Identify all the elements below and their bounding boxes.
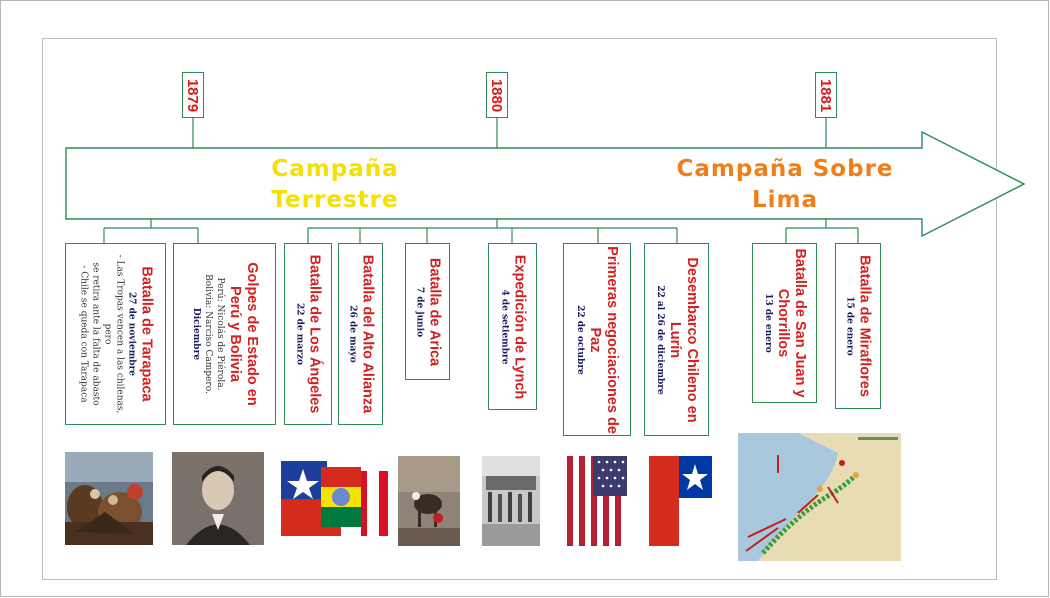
event-batalla-alto-alianza: Batalla del Alto Alianza 26 de mayo xyxy=(338,243,383,425)
campaign-lima: Campaña Sobre Lima xyxy=(676,156,894,213)
battle-painting-image xyxy=(65,452,153,545)
timeline-slide xyxy=(42,38,997,580)
campaign-terrestre: Campaña Terrestre xyxy=(271,156,399,213)
campaign-map-image xyxy=(738,433,901,561)
chile-flag-image xyxy=(649,456,712,546)
event-batalla-arica: Batalla de Arica 7 de junio xyxy=(405,243,450,380)
event-desembarco-lurin: Desembarco Chileno en Lurín 22 al 26 de … xyxy=(644,243,709,436)
timeline-arrow xyxy=(65,130,1026,238)
event-batalla-tarapaca: Batalla de Tarapaca 27 de noviembre - La… xyxy=(65,243,166,425)
event-batalla-san-juan: Batalla de San Juan y Chorrillos 13 de e… xyxy=(752,243,817,403)
event-negociaciones-paz: Primeras negociaciones de Paz 22 de octu… xyxy=(563,243,631,436)
event-golpes-estado: Golpes de Estado en Perú y Bolivia Perú:… xyxy=(173,243,276,425)
year-1880: 1880 xyxy=(486,72,508,118)
event-expedicion-lynch: Expedición de Lynch 4 de setiembre xyxy=(488,243,537,410)
year-1881: 1881 xyxy=(815,72,837,118)
battle-scene-image xyxy=(398,456,460,546)
us-flag-image xyxy=(567,456,627,546)
peru-bolivia-flags-image xyxy=(281,461,388,536)
event-batalla-miraflores: Batalla de Miraflores 15 de enero xyxy=(835,243,881,409)
portrait-image xyxy=(172,452,264,545)
event-batalla-los-angeles: Batalla de Los Ángeles 22 de marzo xyxy=(284,243,332,425)
old-photo-image xyxy=(482,456,540,546)
year-1879: 1879 xyxy=(182,72,204,118)
